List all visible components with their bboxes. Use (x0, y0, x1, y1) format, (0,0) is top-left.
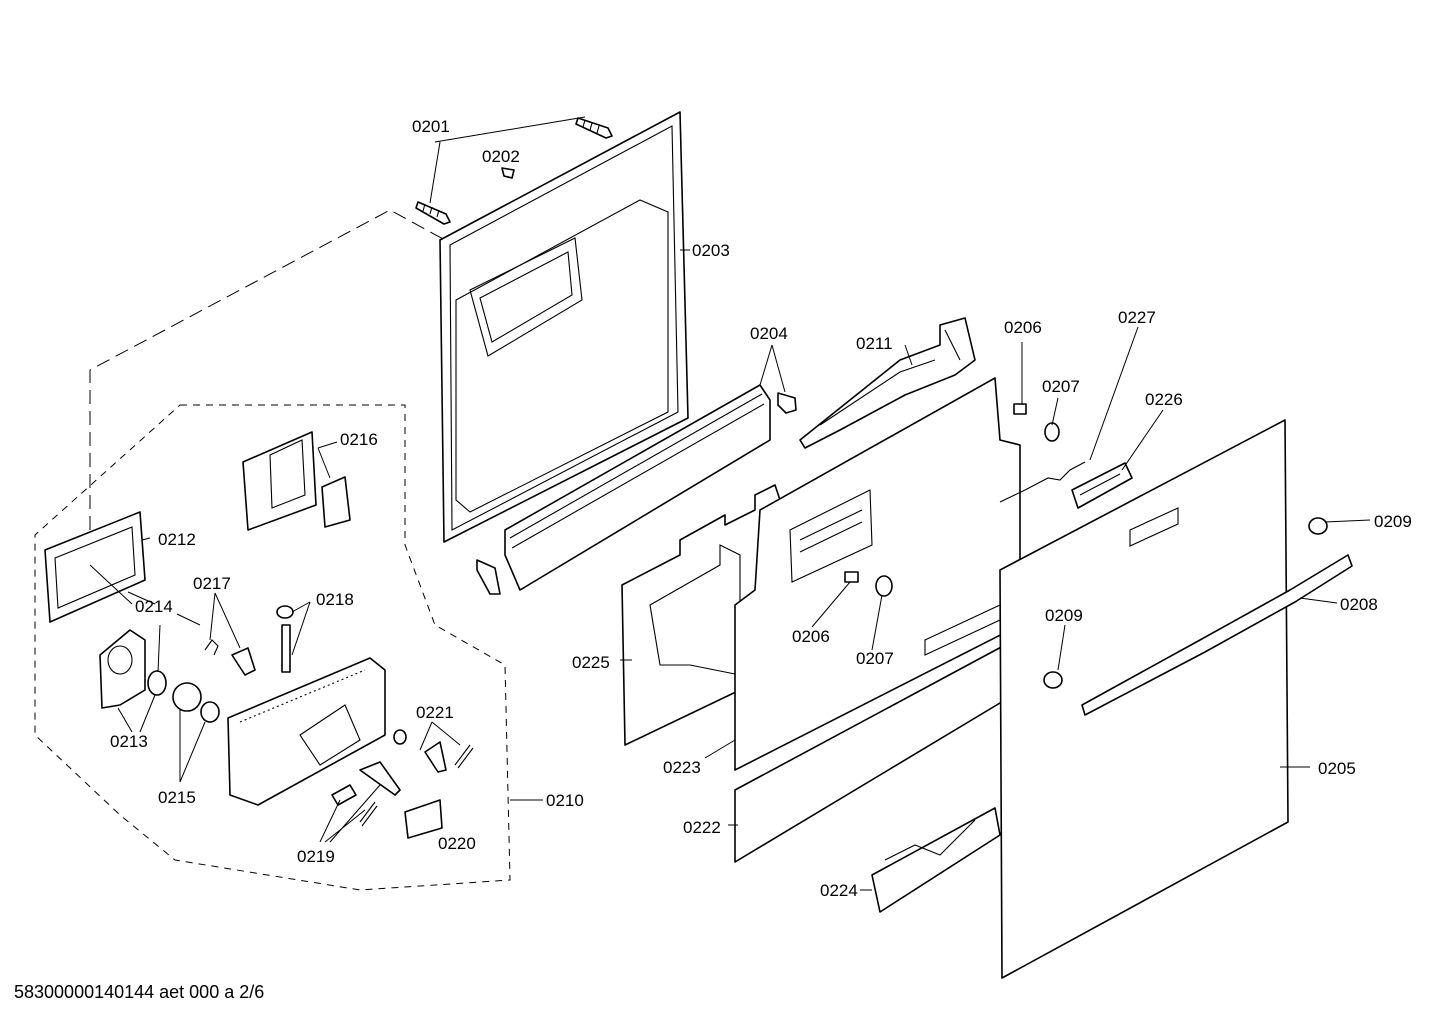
label-0224: 0224 (820, 881, 858, 900)
handle-0208 (1081, 554, 1353, 716)
washer-0207-mid (875, 575, 893, 597)
label-0218: 0218 (316, 590, 354, 609)
bracket-0211 (799, 317, 976, 449)
label-0220: 0220 (438, 834, 476, 853)
label-0215: 0215 (158, 788, 196, 807)
label-0202: 0202 (482, 147, 520, 166)
label-0208: 0208 (1340, 595, 1378, 614)
washer-0207-top (1044, 422, 1060, 442)
label-0206-top: 0206 (1004, 318, 1042, 337)
label-0209-right: 0209 (1374, 512, 1412, 531)
label-0225: 0225 (572, 653, 610, 672)
label-0204: 0204 (750, 324, 788, 343)
filter-0216 (242, 431, 351, 531)
pin-0218 (276, 605, 294, 673)
dispenser-0210 (227, 657, 386, 806)
label-0203: 0203 (692, 241, 730, 260)
front-door-0205 (999, 419, 1289, 979)
label-0226: 0226 (1145, 390, 1183, 409)
screw-0206-top (1013, 403, 1027, 415)
screw-0202 (501, 167, 515, 179)
ball-0221 (393, 729, 407, 745)
label-0214: 0214 (135, 597, 173, 616)
knob-0209-right (1308, 517, 1328, 535)
foot-strip-0224 (871, 807, 1001, 913)
knob-0209-left (1043, 671, 1063, 689)
label-0206-mid: 0206 (792, 627, 830, 646)
spring-0219 (359, 801, 378, 827)
assembly-outline-0210 (34, 404, 511, 891)
label-0207-mid: 0207 (856, 649, 894, 668)
rail-0204 (476, 384, 797, 595)
drawing-reference: 58300000140144 aet 000 a 2/6 (14, 982, 265, 1002)
label-0201: 0201 (412, 117, 450, 136)
label-0222: 0222 (683, 818, 721, 837)
spring-0221 (454, 744, 474, 769)
leader-lines (89, 116, 1371, 891)
label-0223: 0223 (663, 758, 701, 777)
label-0209-left: 0209 (1045, 606, 1083, 625)
switch-0220 (404, 799, 443, 839)
lever-0217 (231, 647, 256, 676)
label-0205: 0205 (1318, 759, 1356, 778)
lever-0221 (424, 741, 447, 773)
assembly-outline-0212 (89, 209, 446, 530)
label-0221: 0221 (416, 703, 454, 722)
label-0227: 0227 (1118, 308, 1156, 327)
label-0207-top: 0207 (1042, 377, 1080, 396)
frame-0212 (44, 511, 146, 623)
display-module-0226 (1071, 462, 1133, 509)
label-0217: 0217 (193, 574, 231, 593)
cable-0227 (999, 461, 1086, 503)
lever-0219-b (359, 761, 401, 796)
lever-0219-a (331, 784, 357, 806)
valve-0215 (172, 682, 220, 723)
housing-0213 (99, 629, 146, 709)
label-0212: 0212 (158, 530, 196, 549)
inner-door-0203 (439, 111, 689, 543)
spring-0217 (204, 639, 219, 656)
label-0216: 0216 (340, 430, 378, 449)
label-0210: 0210 (546, 791, 584, 810)
label-0211: 0211 (856, 334, 893, 353)
label-0219: 0219 (297, 847, 335, 866)
screw-0201-right (575, 117, 613, 139)
ring-0214 (147, 670, 167, 696)
screw-0206-mid (844, 571, 859, 583)
screw-0201-left (415, 201, 451, 225)
label-0213: 0213 (110, 732, 148, 751)
